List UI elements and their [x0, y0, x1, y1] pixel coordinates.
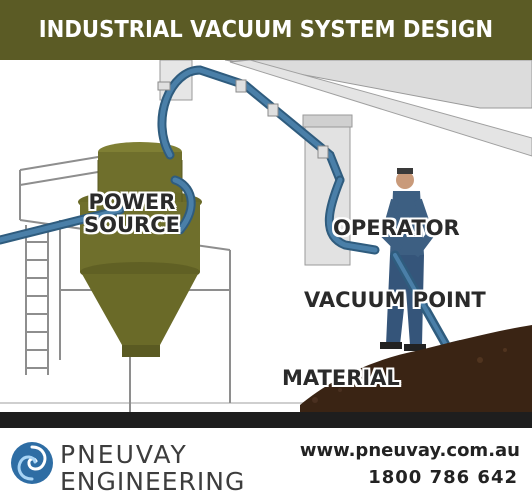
header-banner: INDUSTRIAL VACUUM SYSTEM DESIGN: [0, 0, 532, 60]
swirl-icon: [10, 441, 54, 485]
phone-number[interactable]: 1800 786 642: [368, 467, 518, 488]
label-operator: OPERATOR: [333, 217, 460, 240]
page-title: INDUSTRIAL VACUUM SYSTEM DESIGN: [39, 17, 493, 43]
ladder: [26, 225, 48, 375]
operator-figure: [380, 168, 430, 351]
divider-bar: [0, 412, 532, 428]
website-link[interactable]: www.pneuvay.com.au: [300, 440, 520, 461]
label-vacuum-point: VACUUM POINT: [304, 289, 486, 312]
label-power-source-text: POWER SOURCE: [84, 190, 180, 237]
label-power-source: POWER SOURCE: [84, 191, 180, 237]
brand-name: PNEUVAY: [60, 441, 188, 469]
hopper-power-unit: [78, 142, 202, 357]
brand-subtitle: ENGINEERING: [60, 468, 245, 496]
vacuum-system-illustration: POWER SOURCE OPERATOR VACUUM POINT MATER…: [0, 60, 532, 412]
label-material: MATERIAL: [282, 367, 400, 390]
footer: PNEUVAY ENGINEERING www.pneuvay.com.au 1…: [0, 428, 532, 503]
